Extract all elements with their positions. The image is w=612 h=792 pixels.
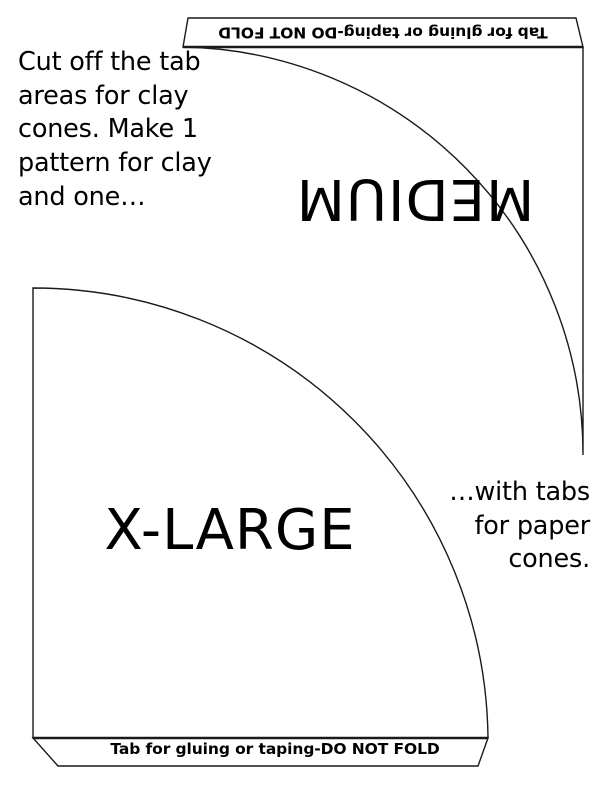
right-instruction-text: …with tabs for paper cones. xyxy=(449,477,590,575)
medium-cone-body xyxy=(182,46,584,456)
xlarge-tab-label: Tab for gluing or taping-DO NOT FOLD xyxy=(110,740,440,758)
xlarge-size-label: X-LARGE xyxy=(104,498,356,563)
xlarge-cone-body xyxy=(32,287,489,739)
left-instruction-text: Cut off the tab areas for clay cones. Ma… xyxy=(18,47,212,212)
medium-tab-label: Tab for gluing or taping-DO NOT FOLD xyxy=(218,23,548,42)
medium-size-label: MEDIUM xyxy=(295,166,535,231)
